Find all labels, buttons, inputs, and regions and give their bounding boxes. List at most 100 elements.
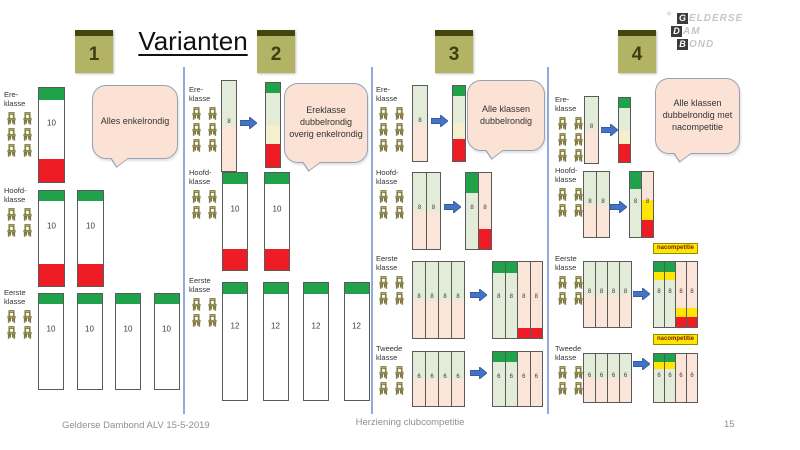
chair-row (6, 112, 33, 125)
team-count: 8 (470, 204, 474, 211)
chair-icon (192, 314, 201, 327)
chair-icon (23, 326, 32, 339)
team-column (618, 97, 631, 163)
team-column: 6 (451, 351, 465, 407)
class-label: Hoofd- klasse (4, 186, 27, 204)
yellow-segment (642, 199, 653, 221)
palegreen-segment (608, 354, 619, 378)
chair-icon (574, 133, 583, 146)
chair-row (378, 366, 405, 379)
white-segment (265, 183, 289, 249)
variant-number: 3 (448, 43, 460, 65)
chair-icon (208, 206, 217, 219)
chair-icon (558, 133, 567, 146)
palegreen-segment (597, 172, 609, 205)
red-segment (39, 159, 64, 182)
chair-icon (379, 139, 388, 152)
team-column: 10 (153, 293, 180, 390)
team-count: 12 (230, 321, 240, 331)
class-label: Eerste klasse (189, 276, 211, 294)
palegreen-segment (654, 369, 664, 402)
chair-icon (395, 292, 404, 305)
team-column: 8 (492, 261, 506, 339)
green-segment (665, 354, 675, 363)
white-segment (39, 304, 63, 389)
section-divider (371, 67, 373, 414)
team-column: 6 (619, 353, 632, 403)
section-divider (183, 67, 185, 414)
palegreen-segment (452, 352, 464, 379)
red-segment (39, 264, 64, 286)
team-count: 8 (645, 198, 650, 205)
variant-number: 4 (631, 43, 643, 65)
chair-icon (574, 204, 583, 217)
team-column: 8 (517, 261, 531, 339)
team-count: 8 (534, 293, 538, 300)
class-label: Eerste klasse (376, 254, 398, 272)
team-count: 10 (47, 221, 56, 231)
red-segment (265, 248, 289, 270)
class-label: Hoofd- klasse (189, 168, 212, 186)
class-label: Tweede klasse (376, 344, 403, 362)
palegreen-segment (413, 173, 426, 211)
red-segment (687, 317, 697, 327)
chairs-group (378, 107, 405, 152)
palegreen-segment (584, 354, 595, 378)
team-column: 8 (465, 172, 479, 250)
palepink-segment (584, 204, 596, 237)
team-column: 10 (38, 190, 65, 287)
chair-icon (192, 298, 201, 311)
chair-icon (23, 112, 32, 125)
chair-icon (574, 117, 583, 130)
chair-icon (7, 112, 16, 125)
team-column: 8 (583, 171, 597, 238)
team-column (452, 85, 466, 162)
team-count: 6 (611, 373, 616, 380)
chair-icon (395, 276, 404, 289)
variant-number-plate: 2 (257, 30, 295, 73)
team-count: 8 (227, 119, 231, 126)
red-segment (518, 328, 530, 338)
chair-icon (23, 128, 32, 141)
palegreen-segment (427, 173, 440, 211)
palegreen-segment (619, 107, 630, 131)
team-count: 8 (587, 288, 592, 295)
green-segment (466, 173, 478, 193)
chairs-group (378, 276, 405, 305)
palegreen-segment (596, 354, 607, 378)
chair-row (378, 190, 405, 203)
palepink-segment (413, 379, 425, 406)
chair-row (191, 314, 218, 327)
arrow-right-icon (609, 200, 628, 218)
green-segment (505, 262, 517, 273)
chair-row (6, 144, 33, 157)
speech-bubble: Alle klassen dubbelrondig met nacompetit… (655, 78, 740, 154)
palegreen-segment (453, 95, 465, 123)
team-column: 8 (641, 171, 654, 238)
chair-icon (379, 123, 388, 136)
cream-segment (266, 124, 280, 145)
green-segment (39, 294, 63, 305)
chair-icon (558, 204, 567, 217)
palepink-segment (426, 300, 438, 338)
chair-row (6, 224, 33, 237)
chair-icon (574, 276, 583, 289)
palegreen-segment (426, 352, 438, 379)
team-count: 10 (46, 324, 56, 334)
team-column: 12 (222, 282, 248, 401)
palepink-segment (452, 300, 464, 338)
palegreen-segment (222, 81, 236, 126)
chair-icon (23, 144, 32, 157)
chair-icon (379, 190, 388, 203)
team-column: 6 (412, 351, 426, 407)
team-count: 8 (668, 288, 672, 295)
chair-icon (7, 128, 16, 141)
variant-number: 2 (270, 43, 282, 65)
chair-row (557, 292, 584, 305)
palegreen-segment (665, 279, 675, 327)
palegreen-segment (620, 354, 631, 378)
chair-row (378, 382, 405, 395)
palegreen-segment (665, 369, 675, 402)
team-count: 8 (443, 293, 447, 300)
